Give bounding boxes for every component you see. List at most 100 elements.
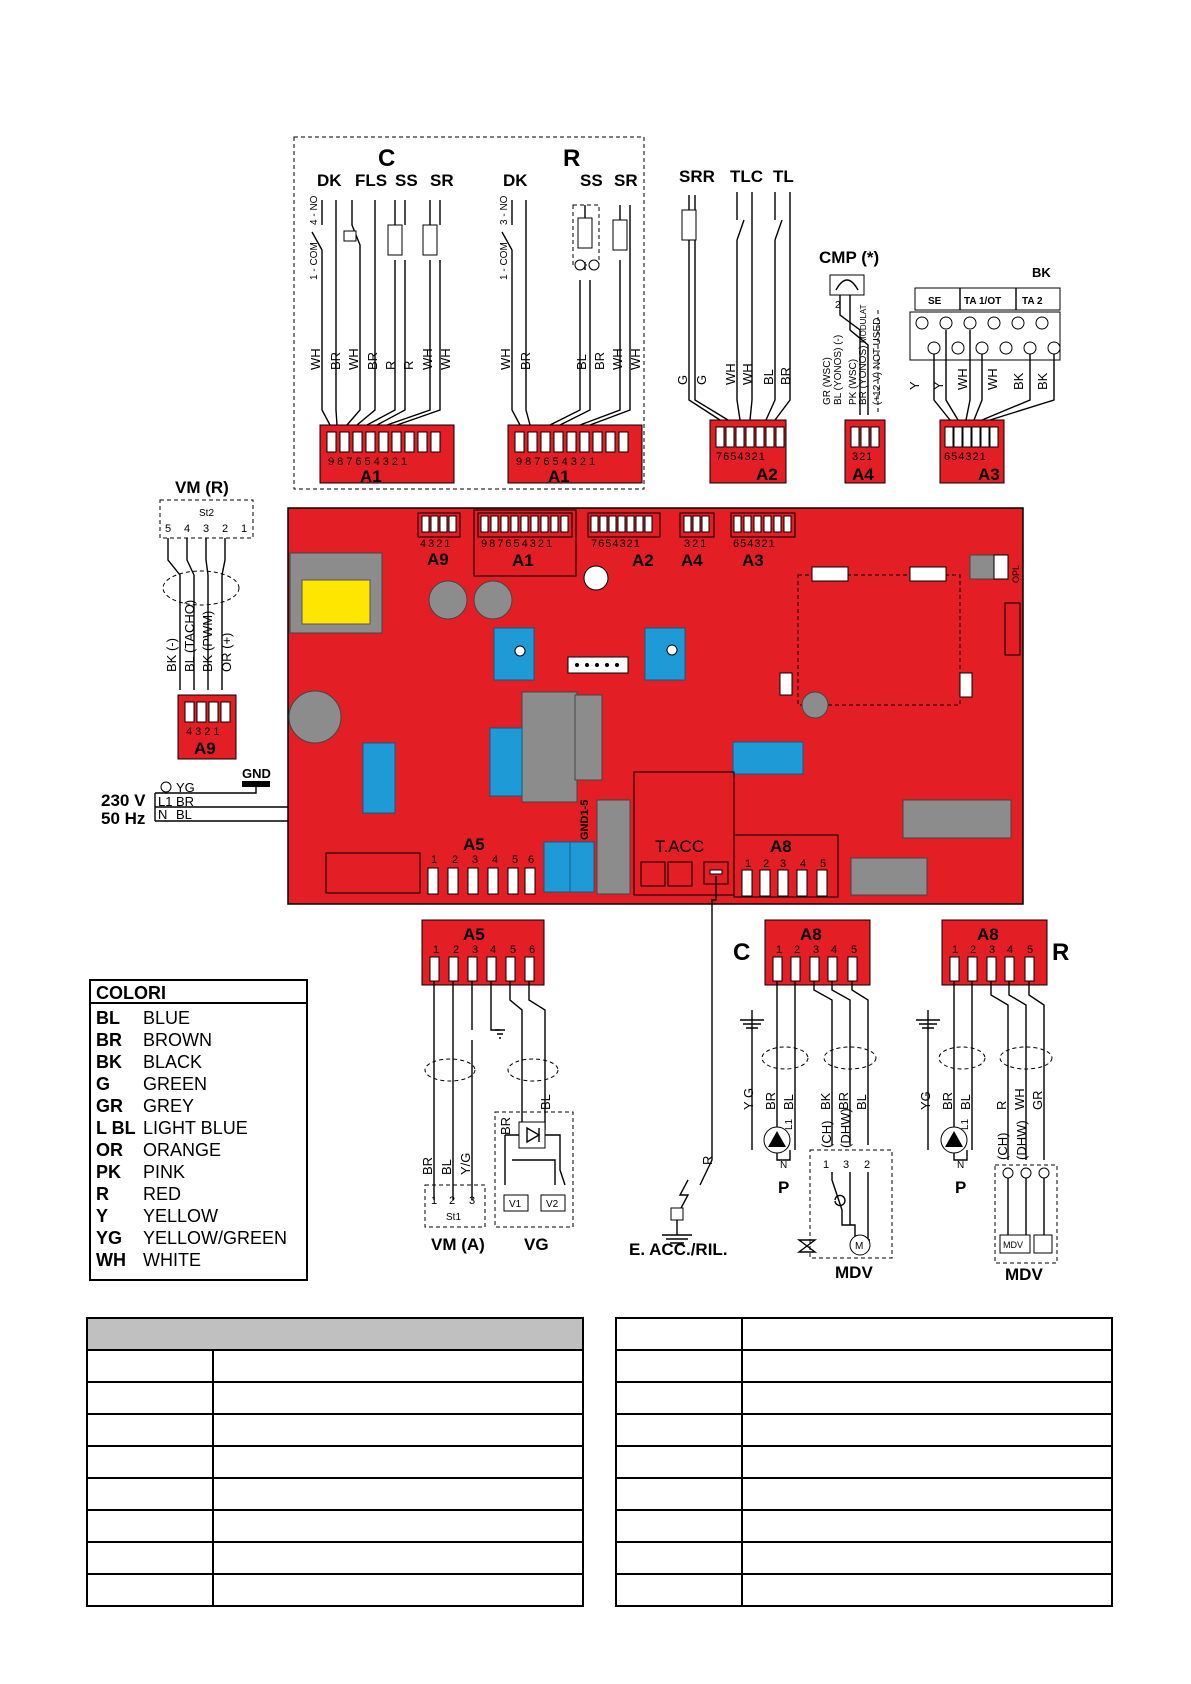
a8-r-mdv-label: MDV xyxy=(1005,1265,1043,1284)
board-relay-6 xyxy=(543,841,571,893)
board-t-acc-label: T.ACC xyxy=(655,837,704,856)
vm-r-wire-3: BK (PWM) xyxy=(200,611,215,672)
color-legend: COLORI BL BLUE BR BROWN BK BLACK G GREEN… xyxy=(89,979,308,1281)
a8-c-mdv-dhw: (DHW) xyxy=(838,1108,853,1148)
a3-wire-3: WH xyxy=(955,368,970,390)
bottom-a5-wire-bl-2: BL xyxy=(538,1094,553,1110)
panel-r-wires xyxy=(501,200,631,426)
panel-r-switch-com: 1 - COM xyxy=(499,242,510,280)
board-gnd-label: GND1-5 xyxy=(579,800,591,840)
a8-c-pin-1: 1 xyxy=(776,944,782,956)
a3-label: A3 xyxy=(978,465,1000,484)
vm-r-wire-4: OR (+) xyxy=(219,633,234,672)
panel-r-title: R xyxy=(563,145,580,172)
bottom-a5-vm-label: VM (A) xyxy=(431,1235,485,1254)
left-table-cell-code xyxy=(86,1413,214,1447)
bottom-a5-pin-3: 3 xyxy=(472,944,478,956)
a2-group: SRR TLC TL G G WH WH BL BR 7654321 A2 xyxy=(675,167,794,484)
e-acc-label: E. ACC./RIL. xyxy=(629,1240,728,1259)
left-table-cell-desc xyxy=(212,1509,584,1543)
e-acc-ground xyxy=(662,1220,692,1244)
legend-name-7: ORANGE xyxy=(143,1140,221,1160)
legend-name-12: WHITE xyxy=(143,1250,201,1270)
a8-c-mdv-pin-1: 1 xyxy=(823,1159,829,1171)
left-table-cell-code xyxy=(86,1541,214,1575)
vm-r-pin-2: 2 xyxy=(222,523,228,535)
board-a8-pin-3: 3 xyxy=(780,858,786,870)
a3-header-strip xyxy=(914,287,1061,311)
left-table-cell-desc xyxy=(212,1445,584,1479)
vm-r-pin-4: 4 xyxy=(184,523,190,535)
bottom-a5-valve-2-label: V2 xyxy=(546,1199,559,1210)
legend-code-10: Y xyxy=(96,1206,108,1226)
power-line-yg: YG xyxy=(176,780,195,795)
panel-c-wire-8: WH xyxy=(438,348,453,370)
a3-group-ta2: TA 2 xyxy=(1022,296,1043,307)
a3-pin-numbers: 654321 xyxy=(944,451,987,463)
a1-dashed-frame xyxy=(293,136,645,490)
a8-r-pump-symbol xyxy=(945,1131,963,1147)
a4-pin-numbers: 321 xyxy=(852,451,873,463)
a8-r-pin-1: 1 xyxy=(952,944,958,956)
a8-c-side-label: C xyxy=(733,939,750,966)
a2-label: A2 xyxy=(756,465,778,484)
left-table-cell-desc xyxy=(212,1573,584,1607)
a8-r-pins xyxy=(949,956,1035,982)
a8-c-ferrite-2 xyxy=(823,1046,877,1070)
a8-c-pin-5: 5 xyxy=(851,944,857,956)
a8-r-pump-label: P xyxy=(955,1178,966,1197)
a8-r-wire-r: R xyxy=(994,1101,1009,1110)
right-table-cell-code xyxy=(615,1477,743,1511)
legend-name-6: LIGHT BLUE xyxy=(143,1118,248,1138)
a8-c-pump-label: P xyxy=(778,1178,789,1197)
a8-c-mdv-box xyxy=(809,1149,893,1259)
vm-r-a9-label: A9 xyxy=(194,739,216,758)
right-table-cell-desc xyxy=(741,1317,1113,1351)
board-a4-label: A4 xyxy=(681,551,703,570)
a8-c-mdv-motor xyxy=(849,1234,871,1256)
a4-wire-6: (+12 V) NOT USED xyxy=(872,318,883,405)
legend-name-1: BLUE xyxy=(143,1008,190,1028)
bottom-a5-group: A5 1 2 3 4 5 6 BR BL Y/G BR BL 1 2 3 xyxy=(420,919,574,1254)
left-table-cell-code xyxy=(86,1509,214,1543)
legend-code-9: R xyxy=(96,1184,109,1204)
e-acc-wire-label: R xyxy=(700,1156,715,1165)
board-module-frame xyxy=(797,574,961,706)
panel-c-switch-no: 4 - NO xyxy=(309,195,320,225)
panel-c-ss-sensor xyxy=(387,224,403,256)
board-a1-label: A1 xyxy=(512,551,534,570)
a2-wires xyxy=(688,192,791,421)
panel-c-wire-5: R xyxy=(383,361,398,370)
a3-wire-5: BK xyxy=(1011,372,1026,390)
left-table-rows xyxy=(86,1349,584,1607)
legend-code-11: YG xyxy=(96,1228,122,1248)
a8-r-mdv-internal xyxy=(1007,1178,1045,1235)
bottom-a5-vg-wires xyxy=(504,1134,566,1186)
panel-r-ss-terminal-1 xyxy=(574,259,586,271)
bottom-a5-valve-2 xyxy=(540,1194,566,1212)
a3-bk-label: BK xyxy=(1032,265,1051,280)
a8-c-wires xyxy=(776,981,869,1150)
a8-r-mdv-inner-box xyxy=(999,1234,1031,1254)
a8-c-wire-bl-2: BL xyxy=(854,1094,869,1110)
a8-r-ferrite-1 xyxy=(938,1046,986,1070)
legend-code-5: GR xyxy=(96,1096,123,1116)
board-a8-pin-5: 5 xyxy=(820,858,826,870)
board-a5-pin-5: 5 xyxy=(512,854,518,866)
a8-c-label: A8 xyxy=(800,925,822,944)
power-frequency: 50 Hz xyxy=(101,809,145,828)
vm-r-wires xyxy=(167,538,226,690)
legend-title: COLORI xyxy=(96,983,166,1003)
panel-c-header-dk: DK xyxy=(317,171,342,190)
board-relay-1 xyxy=(493,627,535,681)
a8-r-mdv-ch: (CH) xyxy=(995,1133,1010,1160)
legend-name-4: GREEN xyxy=(143,1074,207,1094)
right-table-cell-code xyxy=(615,1349,743,1383)
legend-name-8: PINK xyxy=(143,1162,185,1182)
board-a5-label: A5 xyxy=(463,835,485,854)
a2-header-tlc: TLC xyxy=(730,167,763,186)
a3-wire-4: WH xyxy=(985,368,1000,390)
a4-wire-4: BR (YONOS) xyxy=(858,346,869,405)
legend-code-6: L BL xyxy=(96,1118,136,1138)
